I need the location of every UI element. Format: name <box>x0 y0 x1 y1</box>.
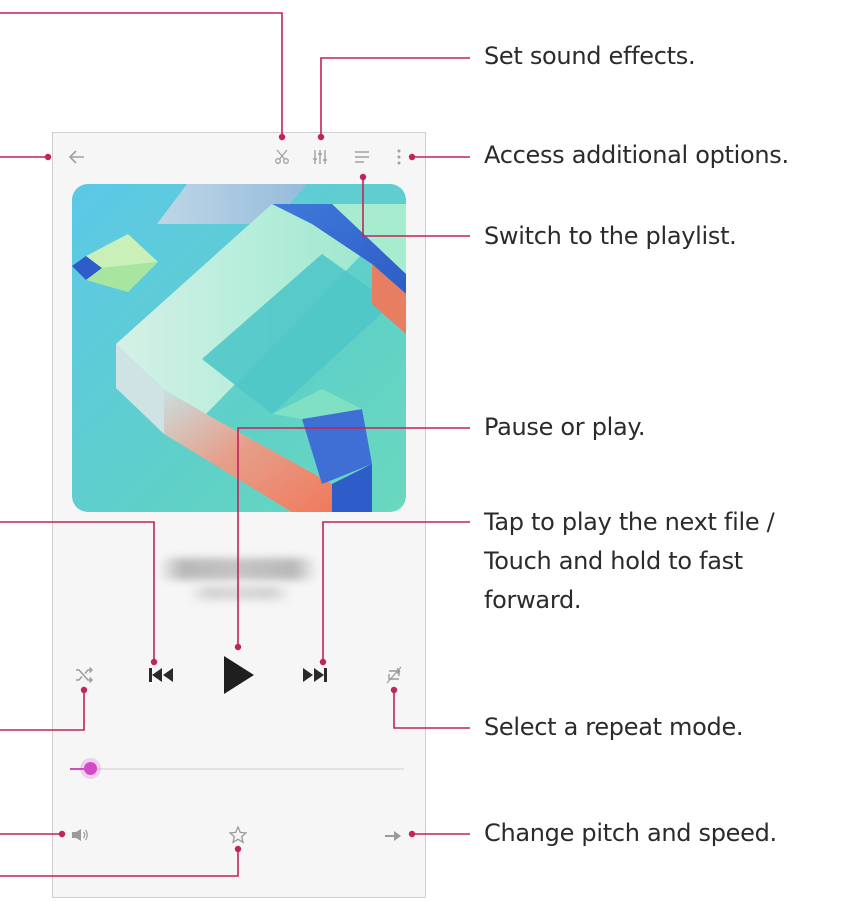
callout-sound-effects: Set sound effects. <box>484 42 696 70</box>
next-track-icon[interactable] <box>300 664 330 686</box>
shuffle-icon[interactable] <box>72 664 96 686</box>
volume-icon[interactable] <box>66 824 94 846</box>
callout-playlist: Switch to the playlist. <box>484 222 737 250</box>
previous-track-icon[interactable] <box>146 664 176 686</box>
repeat-icon[interactable] <box>382 664 406 686</box>
callout-next-line2: Touch and hold to fast <box>484 547 743 575</box>
scissors-icon[interactable] <box>271 146 293 168</box>
seek-thumb[interactable] <box>84 762 98 775</box>
callout-next-line1: Tap to play the next file / <box>484 508 775 536</box>
seek-bar[interactable] <box>70 762 404 775</box>
track-artist-blurred <box>188 586 292 600</box>
equalizer-icon[interactable] <box>309 146 331 168</box>
callout-pitch-speed: Change pitch and speed. <box>484 819 777 847</box>
pitch-speed-icon[interactable] <box>380 826 406 846</box>
more-vertical-icon[interactable] <box>392 146 406 168</box>
track-title-blurred <box>158 558 318 580</box>
callout-more-options: Access additional options. <box>484 141 789 169</box>
seek-progress <box>70 768 91 770</box>
callout-next-line3: forward. <box>484 586 582 614</box>
playlist-icon[interactable] <box>351 146 373 168</box>
favorite-star-icon[interactable] <box>226 823 250 847</box>
callout-pause-play: Pause or play. <box>484 413 646 441</box>
back-arrow-icon[interactable] <box>66 146 88 168</box>
callout-repeat: Select a repeat mode. <box>484 713 744 741</box>
play-icon[interactable] <box>218 652 258 698</box>
album-art <box>72 184 406 512</box>
